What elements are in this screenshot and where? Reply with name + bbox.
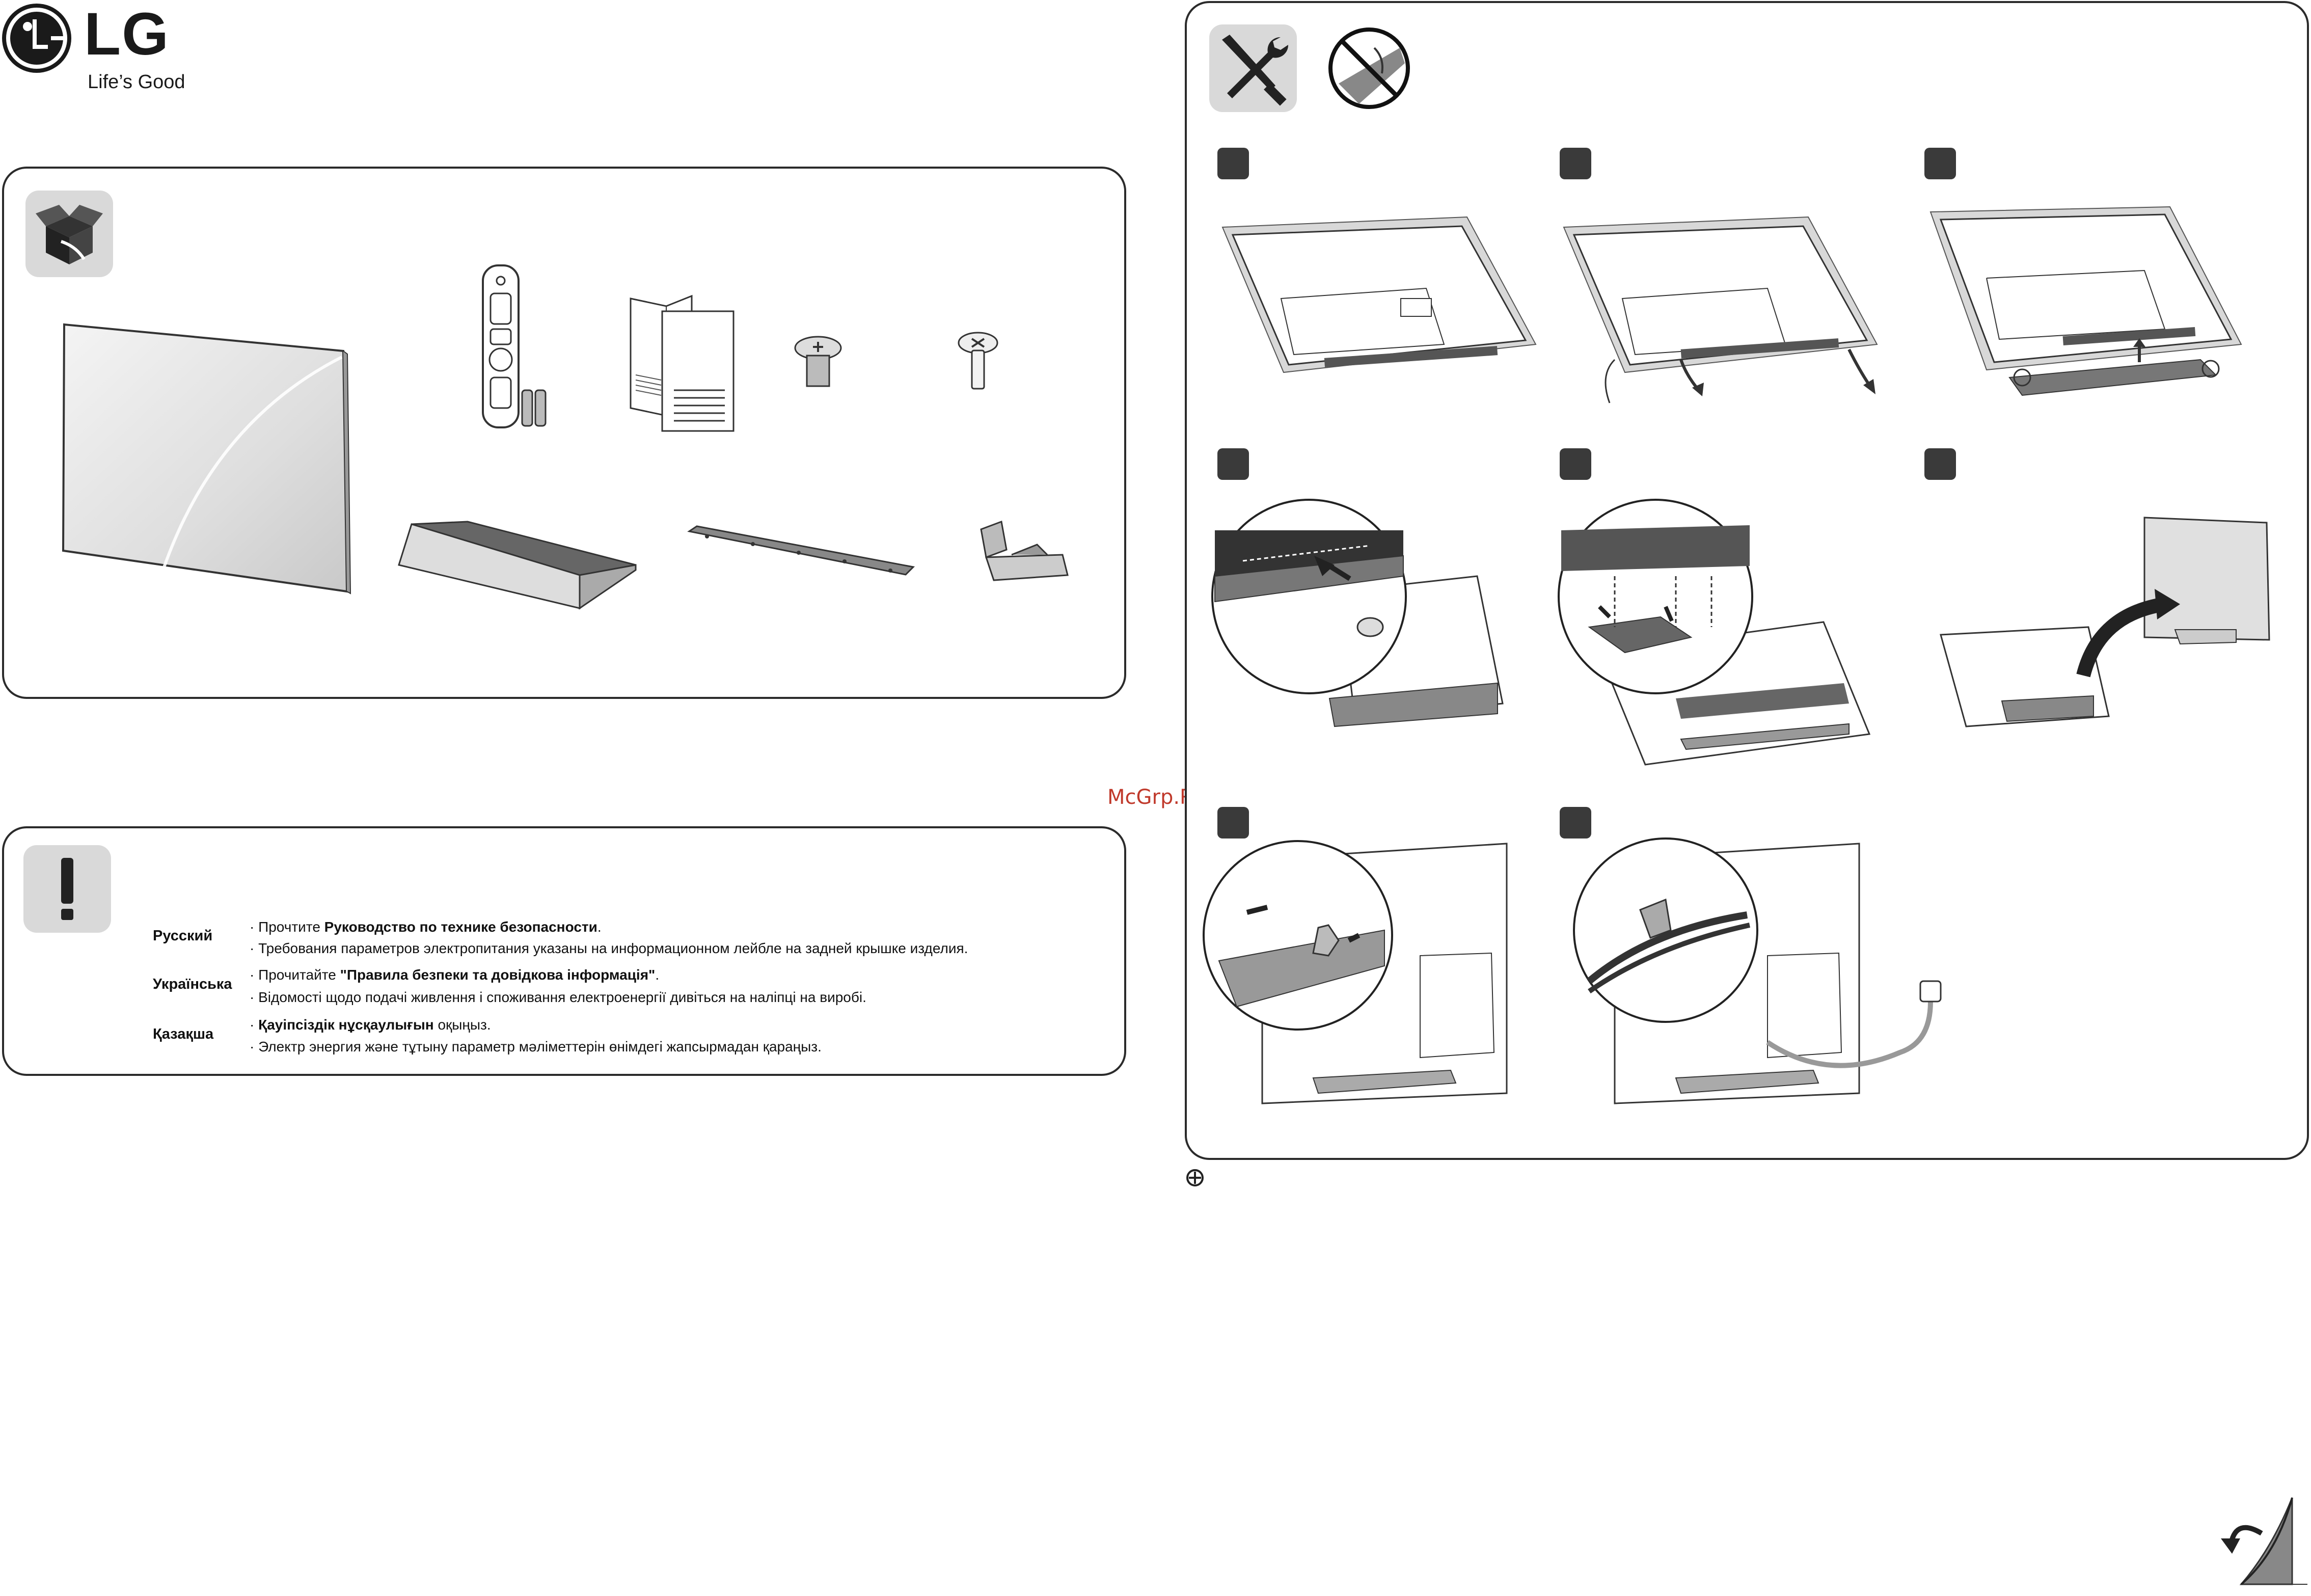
step-badge-2 xyxy=(1560,148,1591,179)
step-4-illustration xyxy=(1211,499,1504,727)
step-8-illustration xyxy=(1573,837,1942,1104)
stand-base-illustration xyxy=(398,521,637,610)
language-kazakh: Қазақша xyxy=(153,1026,214,1042)
safety-line-ru-2: · Требования параметров электропитания у… xyxy=(250,940,968,956)
logo-text: LG xyxy=(84,1,170,68)
cover-plate-illustration xyxy=(687,525,915,576)
step-2-illustration xyxy=(1563,216,1878,403)
remote-control-illustration xyxy=(482,264,547,428)
lg-logo: LG Life’s Good xyxy=(0,0,194,97)
text-prefix: · xyxy=(250,1017,259,1033)
step-badge-7 xyxy=(1217,807,1249,838)
step-badge-4 xyxy=(1217,448,1249,480)
step-5-illustration xyxy=(1558,499,1871,766)
open-box-icon xyxy=(36,205,103,264)
safety-line-uk-1: · Прочитайте "Правила безпеки та довідко… xyxy=(250,967,659,983)
exclamation-icon xyxy=(61,858,73,920)
step-badge-3 xyxy=(1924,148,1956,179)
tools-icon-container xyxy=(1209,24,1297,112)
text-bold: "Правила безпеки та довідкова інформація… xyxy=(340,967,656,983)
slogan: Life’s Good xyxy=(88,71,185,93)
text-prefix: · Прочтите xyxy=(250,919,324,935)
text-bold: Руководство по технике безопасности xyxy=(324,919,597,935)
assembly-steps-panel xyxy=(1185,1,2309,1160)
safety-notice-panel: Русский · Прочтите Руководство по техник… xyxy=(2,826,1126,1076)
warning-icon-container xyxy=(23,845,111,933)
step-7-illustration xyxy=(1203,840,1508,1104)
screw-small-illustration xyxy=(958,332,998,390)
safety-line-kk-1: · Қауіпсіздік нұсқаулығын оқыңыз. xyxy=(250,1017,491,1033)
manuals-illustration xyxy=(630,294,735,432)
step-badge-5 xyxy=(1560,448,1591,480)
tv-panel-illustration xyxy=(62,323,351,594)
box-icon-container xyxy=(25,191,113,277)
screw-large-illustration xyxy=(794,336,842,387)
page-turn-icon xyxy=(2221,1497,2307,1585)
step-3-illustration xyxy=(1929,206,2242,396)
safety-line-kk-2: · Электр энергия және тұтыну параметр мә… xyxy=(250,1039,822,1054)
language-russian: Русский xyxy=(153,928,213,944)
cable-holder-illustration xyxy=(980,520,1069,581)
package-contents-panel xyxy=(2,167,1126,699)
language-ukrainian: Українська xyxy=(153,976,232,992)
registration-mark-icon xyxy=(1186,1169,1204,1186)
text-suffix: оқыңыз. xyxy=(433,1017,491,1033)
text-bold: Қауіпсіздік нұсқаулығын xyxy=(258,1017,434,1033)
screwdriver-wrench-icon xyxy=(1222,35,1289,106)
step-1-illustration xyxy=(1221,216,1537,373)
safety-line-uk-2: · Відомості щодо подачі живлення і спожи… xyxy=(250,989,866,1005)
step-6-illustration xyxy=(1940,517,2270,727)
safety-line-ru-1: · Прочтите Руководство по технике безопа… xyxy=(250,919,602,935)
no-scratch-icon xyxy=(1328,28,1410,109)
step-badge-6 xyxy=(1924,448,1956,480)
step-badge-1 xyxy=(1217,148,1249,179)
text-suffix: . xyxy=(655,967,660,983)
text-prefix: · Прочитайте xyxy=(250,967,340,983)
lg-emblem-icon xyxy=(2,4,71,73)
text-suffix: . xyxy=(597,919,602,935)
step-badge-8 xyxy=(1560,807,1591,838)
